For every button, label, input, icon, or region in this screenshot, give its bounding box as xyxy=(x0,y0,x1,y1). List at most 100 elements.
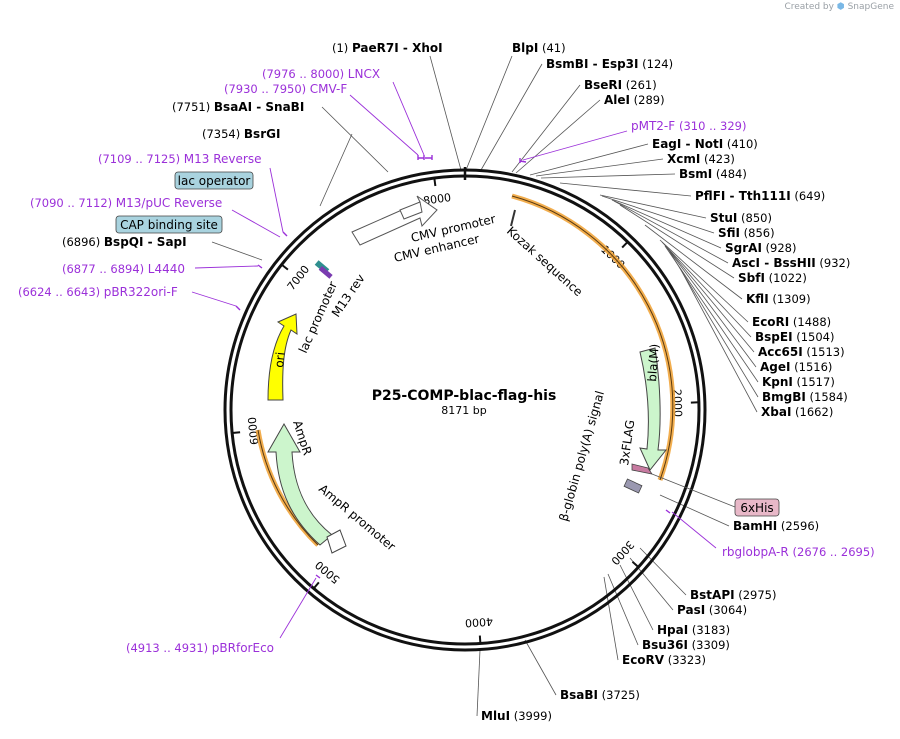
primer-name: rbglobpA-R xyxy=(722,545,793,559)
enzyme-name: BstAPI xyxy=(690,588,735,602)
enzyme-position: (261) xyxy=(622,78,657,92)
enzyme-position: (1022) xyxy=(765,271,807,285)
enzyme-label: XcmI (423) xyxy=(667,152,735,166)
enzyme-leader xyxy=(603,576,619,661)
enzyme-position: (7354) xyxy=(202,127,244,141)
enzyme-position: (2596) xyxy=(777,519,819,533)
enzyme-position: (3064) xyxy=(705,603,747,617)
enzyme-name: XbaI xyxy=(761,405,791,419)
enzyme-label: BlpI (41) xyxy=(512,41,566,55)
enzyme-position: (7751) xyxy=(172,100,214,114)
primer-label: (7930 .. 7950) CMV-F xyxy=(224,82,347,96)
enzyme-position: (1516) xyxy=(790,360,832,374)
enzyme-name: KpnI xyxy=(762,375,793,389)
polya-mark xyxy=(623,478,643,494)
enzyme-leader xyxy=(540,173,676,179)
plasmid-name: P25-COMP-blac-flag-his xyxy=(372,388,557,404)
enzyme-name: BsmBI xyxy=(546,57,588,71)
enzyme-leader xyxy=(559,182,692,197)
enzyme-leader xyxy=(535,158,664,177)
enzyme-position: (3323) xyxy=(664,653,706,667)
enzyme-leader xyxy=(613,200,729,264)
enzyme-position: (41) xyxy=(538,41,565,55)
enzyme-name: BspQI xyxy=(104,235,144,249)
enzyme-label: AscI - BssHII (932) xyxy=(732,256,850,270)
primer-range: (7976 .. 8000) xyxy=(262,67,348,81)
enzyme-position: (410) xyxy=(723,137,758,151)
ori-arrow xyxy=(267,313,298,401)
attribution: Created by ⬢ SnapGene xyxy=(784,2,894,12)
enzyme-leader xyxy=(524,639,557,696)
enzyme-label: KflI (1309) xyxy=(746,292,811,306)
enzyme-leader xyxy=(607,573,639,646)
ampr-promoter-arrow xyxy=(326,529,347,554)
enzyme-leader xyxy=(611,199,722,249)
enzyme-leader xyxy=(679,267,758,413)
enzyme-label: BstAPI (2975) xyxy=(690,588,776,602)
enzyme-position: (1504) xyxy=(793,330,835,344)
primer-label: (7109 .. 7125) M13 Reverse xyxy=(98,152,261,166)
enzyme-label: KpnI (1517) xyxy=(762,375,835,389)
orange-arc-ampr-inner xyxy=(257,429,319,546)
enzyme-leader xyxy=(599,194,707,219)
primer-range: (6624 .. 6643) xyxy=(18,285,104,299)
enzyme-leader xyxy=(465,55,513,171)
enzyme-name-2: XhoI xyxy=(412,41,443,55)
enzyme-position: (124) xyxy=(639,57,674,71)
enzyme-label: MluI (3999) xyxy=(481,709,552,723)
enzyme-position: (423) xyxy=(700,152,735,166)
ampr-arrow xyxy=(267,422,333,546)
ring-tick-mark xyxy=(232,431,241,435)
enzyme-leader xyxy=(515,99,601,174)
primer-name: CMV-F xyxy=(310,82,348,96)
ring-tick-mark xyxy=(478,635,482,644)
6xhis-leader xyxy=(651,473,736,508)
primer-name: pBR322ori-F xyxy=(104,285,178,299)
ring-tick-mark xyxy=(281,263,289,271)
enzyme-position: (3183) xyxy=(688,623,730,637)
primer-name: pBRforEco xyxy=(212,641,274,655)
enzyme-name: BsrGI xyxy=(244,127,281,141)
primer-labels: (7976 .. 8000) LNCX(7930 .. 7950) CMV-F(… xyxy=(18,67,875,655)
primer-label: (6877 .. 6894) L4440 xyxy=(62,262,185,276)
primer-range: (7109 .. 7125) xyxy=(98,152,184,166)
enzyme-leader xyxy=(429,55,462,171)
enzyme-name: AgeI xyxy=(760,360,790,374)
kozak-marker xyxy=(510,209,516,227)
enzyme-name: SgrAI xyxy=(725,241,762,255)
plasmid-size: 8171 bp xyxy=(441,404,486,417)
enzyme-label: (7354) BsrGI xyxy=(202,127,280,141)
enzyme-position: (1309) xyxy=(769,292,811,306)
enzyme-label: XbaI (1662) xyxy=(761,405,833,419)
enzyme-position: (856) xyxy=(740,226,775,240)
enzyme-leader-lines xyxy=(211,55,759,717)
enzyme-separator: - xyxy=(588,57,601,71)
primer-range: (7930 .. 7950) xyxy=(224,82,310,96)
enzyme-name: BseRI xyxy=(584,78,622,92)
enzyme-position: (649) xyxy=(791,189,826,203)
m13-rev-mark xyxy=(318,265,333,279)
primer-name: M13/pUC Reverse xyxy=(116,196,223,210)
enzyme-label: (7751) BsaAI - SnaBI xyxy=(172,100,304,114)
enzyme-name-2: BssHII xyxy=(773,256,815,270)
primer-leader-lines xyxy=(191,81,717,639)
ring-tick-label: 4000 xyxy=(465,615,494,630)
enzyme-leader xyxy=(511,84,581,173)
enzyme-position: (3309) xyxy=(688,638,730,652)
enzyme-name-2: SapI xyxy=(157,235,187,249)
attribution-prefix: Created by xyxy=(784,2,834,12)
enzyme-label: EcoRV (3323) xyxy=(622,653,706,667)
enzyme-position: (484) xyxy=(712,167,747,181)
enzyme-position: (2975) xyxy=(735,588,777,602)
enzyme-separator: - xyxy=(143,235,156,249)
ring-tick-label: 8000 xyxy=(422,191,451,208)
enzyme-position: (1662) xyxy=(791,405,833,419)
enzyme-position: (1488) xyxy=(789,315,831,329)
cap-binding-site-label: CAP binding site xyxy=(120,218,218,232)
enzyme-position: (6896) xyxy=(62,235,104,249)
enzyme-label: SgrAI (928) xyxy=(725,241,797,255)
enzyme-label: Acc65I (1513) xyxy=(758,345,845,359)
enzyme-name: BlpI xyxy=(512,41,538,55)
enzyme-leader xyxy=(476,649,481,717)
